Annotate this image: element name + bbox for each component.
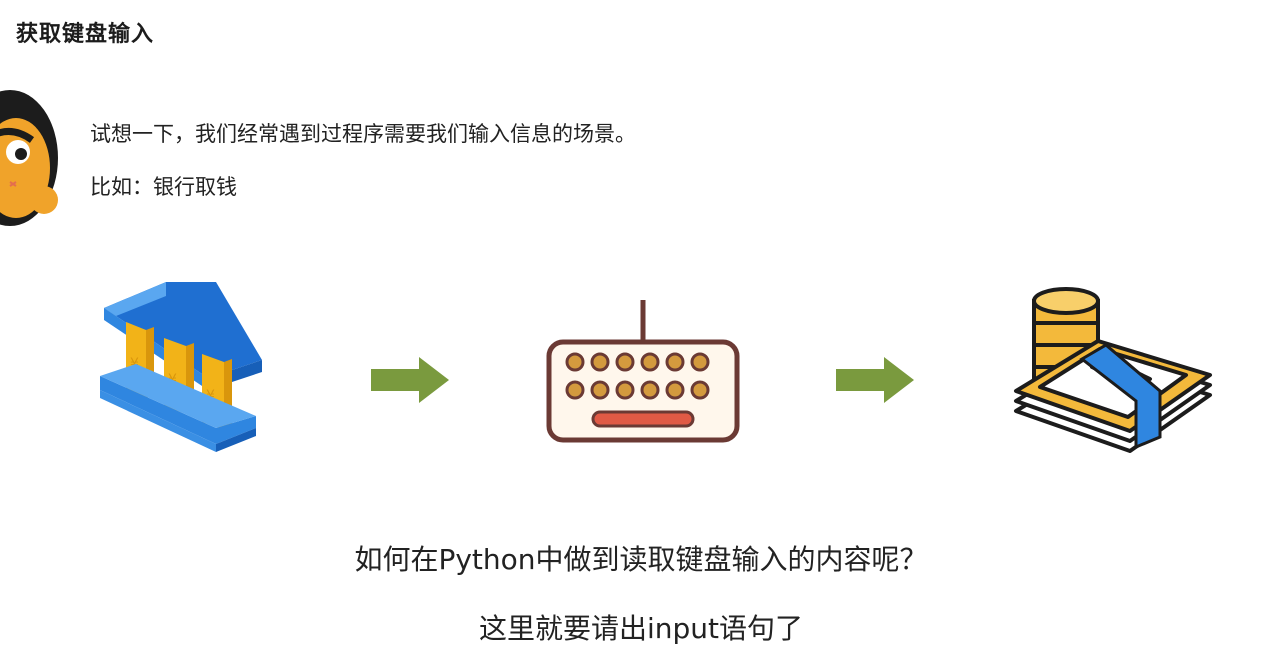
example-text: 比如：银行取钱 <box>90 175 237 199</box>
coins-and-cash-icon <box>1010 287 1214 459</box>
answer-text: 这里就要请出input语句了 <box>478 612 804 645</box>
mascot-character-icon <box>0 78 70 238</box>
bank-building-icon: ¥ ¥ ¥ <box>96 278 262 468</box>
right-arrow-icon <box>836 357 916 403</box>
intro-text: 试想一下，我们经常遇到过程序需要我们输入信息的场景。 <box>90 122 636 146</box>
right-arrow-icon <box>371 357 451 403</box>
slide-title: 获取键盘输入 <box>16 22 155 47</box>
question-text: 如何在Python中做到读取键盘输入的内容呢？ <box>354 543 928 576</box>
svg-text:¥: ¥ <box>130 356 139 372</box>
svg-text:¥: ¥ <box>206 388 215 404</box>
keyboard-icon <box>545 298 741 444</box>
